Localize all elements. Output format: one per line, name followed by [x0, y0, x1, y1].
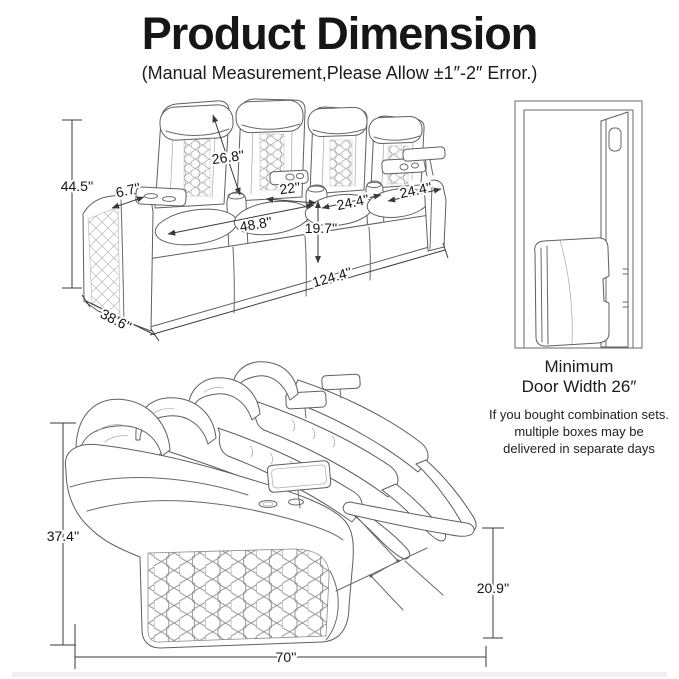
right-swivel-tray	[402, 146, 446, 162]
door-handle-plate	[608, 127, 622, 152]
rear-tray-2-stem	[304, 407, 307, 419]
middle-tray-2-cup-b	[411, 162, 419, 169]
door-caption-line1: Minimum	[544, 357, 614, 376]
front-tray-inner	[271, 464, 327, 489]
door-diagram	[514, 100, 643, 349]
middle-seat-dim-arrow	[265, 196, 317, 206]
linkage-joint-a	[396, 559, 400, 563]
back-hex-strip-1	[183, 137, 211, 197]
seat4-dim-arrow	[387, 187, 442, 203]
loveseat-dim-arrow	[167, 203, 315, 236]
boxed-recliner-crease	[559, 239, 573, 345]
reclined-sofa	[64, 361, 477, 649]
dimension-label-seat-height: 19.7''	[305, 220, 338, 236]
front-cup-a	[258, 500, 278, 508]
dimension-label-middle-seat-width: 22''	[278, 179, 301, 198]
headrest-roll-4	[231, 361, 299, 401]
front-view-sofa	[82, 98, 447, 332]
rear-tray-1-stem	[339, 388, 342, 399]
headrest-4-crease	[373, 135, 421, 141]
dimension-label-footrest-height: 20.9''	[477, 580, 510, 596]
middle-tray-1-cup-b	[295, 172, 305, 180]
door-note-line1: If you bought combination sets.	[489, 406, 669, 422]
headrest-3-crease	[312, 128, 366, 135]
linkage-joint-b	[369, 574, 373, 578]
door-caption: Minimum Door Width 26″ If you bought com…	[476, 357, 679, 457]
reclined-view-diagram: 37.4'' 70'' 20.9''	[45, 361, 511, 669]
door-frame-inner	[523, 109, 634, 349]
arm-lower-piping	[86, 500, 344, 541]
boxed-recliner	[534, 237, 610, 347]
boxed-recliner-flaps	[540, 245, 549, 345]
door-hinge-marks	[622, 268, 629, 308]
footrest-plank-1	[342, 501, 475, 537]
headrest-roll-3	[187, 377, 261, 421]
dimension-label-overall-height: 44.5''	[61, 178, 94, 194]
middle-tray-2-cup-a	[399, 163, 409, 171]
headrest-2-crease	[241, 123, 301, 130]
headrest-texture	[95, 387, 224, 443]
left-arm-cup-a	[144, 193, 158, 199]
dimension-label-reclined-depth: 70''	[276, 649, 297, 665]
backrest-dim-arrow	[212, 114, 241, 196]
cupholder-3	[366, 181, 382, 189]
front-view-diagram: 44.5'' 26.8'' 6.7'' 22'' 48.8'' 24.4'' 2…	[59, 98, 449, 342]
height-dim-line	[62, 119, 82, 289]
header: Product Dimension (Manual Measurement,Pl…	[0, 8, 679, 84]
left-arm-console-tray	[135, 186, 187, 207]
armrest-dim-arrow	[111, 196, 145, 209]
dimension-label-armrest-width: 6.7''	[114, 179, 142, 200]
page-title: Product Dimension	[141, 8, 539, 59]
footrest-height-dim-line	[482, 527, 504, 639]
front-hex-panel	[147, 548, 330, 643]
door-caption-line2: Door Width 26″	[521, 377, 637, 397]
overall-width-dim-line	[149, 242, 449, 336]
headrest-roll-1	[75, 398, 171, 457]
seat3-dim-arrow	[321, 193, 382, 210]
page-edge-shading	[12, 672, 667, 677]
door-note-line3: delivered in separate days	[503, 440, 655, 456]
front-cup-a-inner	[262, 501, 274, 507]
headrest-4	[368, 115, 423, 144]
door-note-line2: multiple boxes may be	[514, 423, 644, 439]
left-armrest-edge	[120, 199, 125, 328]
skirt-scallops	[232, 226, 371, 314]
arm-roll-piping	[69, 477, 249, 496]
left-arm-cup-b	[162, 196, 176, 202]
page-subtitle: (Manual Measurement,Please Allow ±1″-2″ …	[141, 63, 538, 83]
cupholder-2	[307, 185, 325, 193]
front-shell-curve	[325, 570, 339, 641]
recliner-linkage	[335, 515, 444, 611]
reclined-height-dim-line	[50, 422, 76, 646]
rear-tray-1	[321, 373, 361, 391]
front-cup-b	[288, 498, 304, 506]
left-armrest-quilt-panel	[87, 206, 121, 320]
back-hex-strip-3	[329, 139, 353, 187]
headrest-2	[235, 99, 304, 134]
reclined-view-dimensions: 37.4'' 70'' 20.9''	[45, 422, 511, 669]
right-tray-post	[423, 159, 434, 177]
seat-cushion-1	[154, 208, 238, 246]
door-note: If you bought combination sets. multiple…	[476, 407, 679, 458]
reclined-depth-dim-line	[74, 624, 487, 669]
middle-tray-1-cup-a	[285, 173, 295, 181]
depth-dim-line	[81, 294, 160, 342]
headrest-3	[307, 106, 368, 138]
dimension-label-reclined-height: 37.4''	[47, 528, 80, 544]
